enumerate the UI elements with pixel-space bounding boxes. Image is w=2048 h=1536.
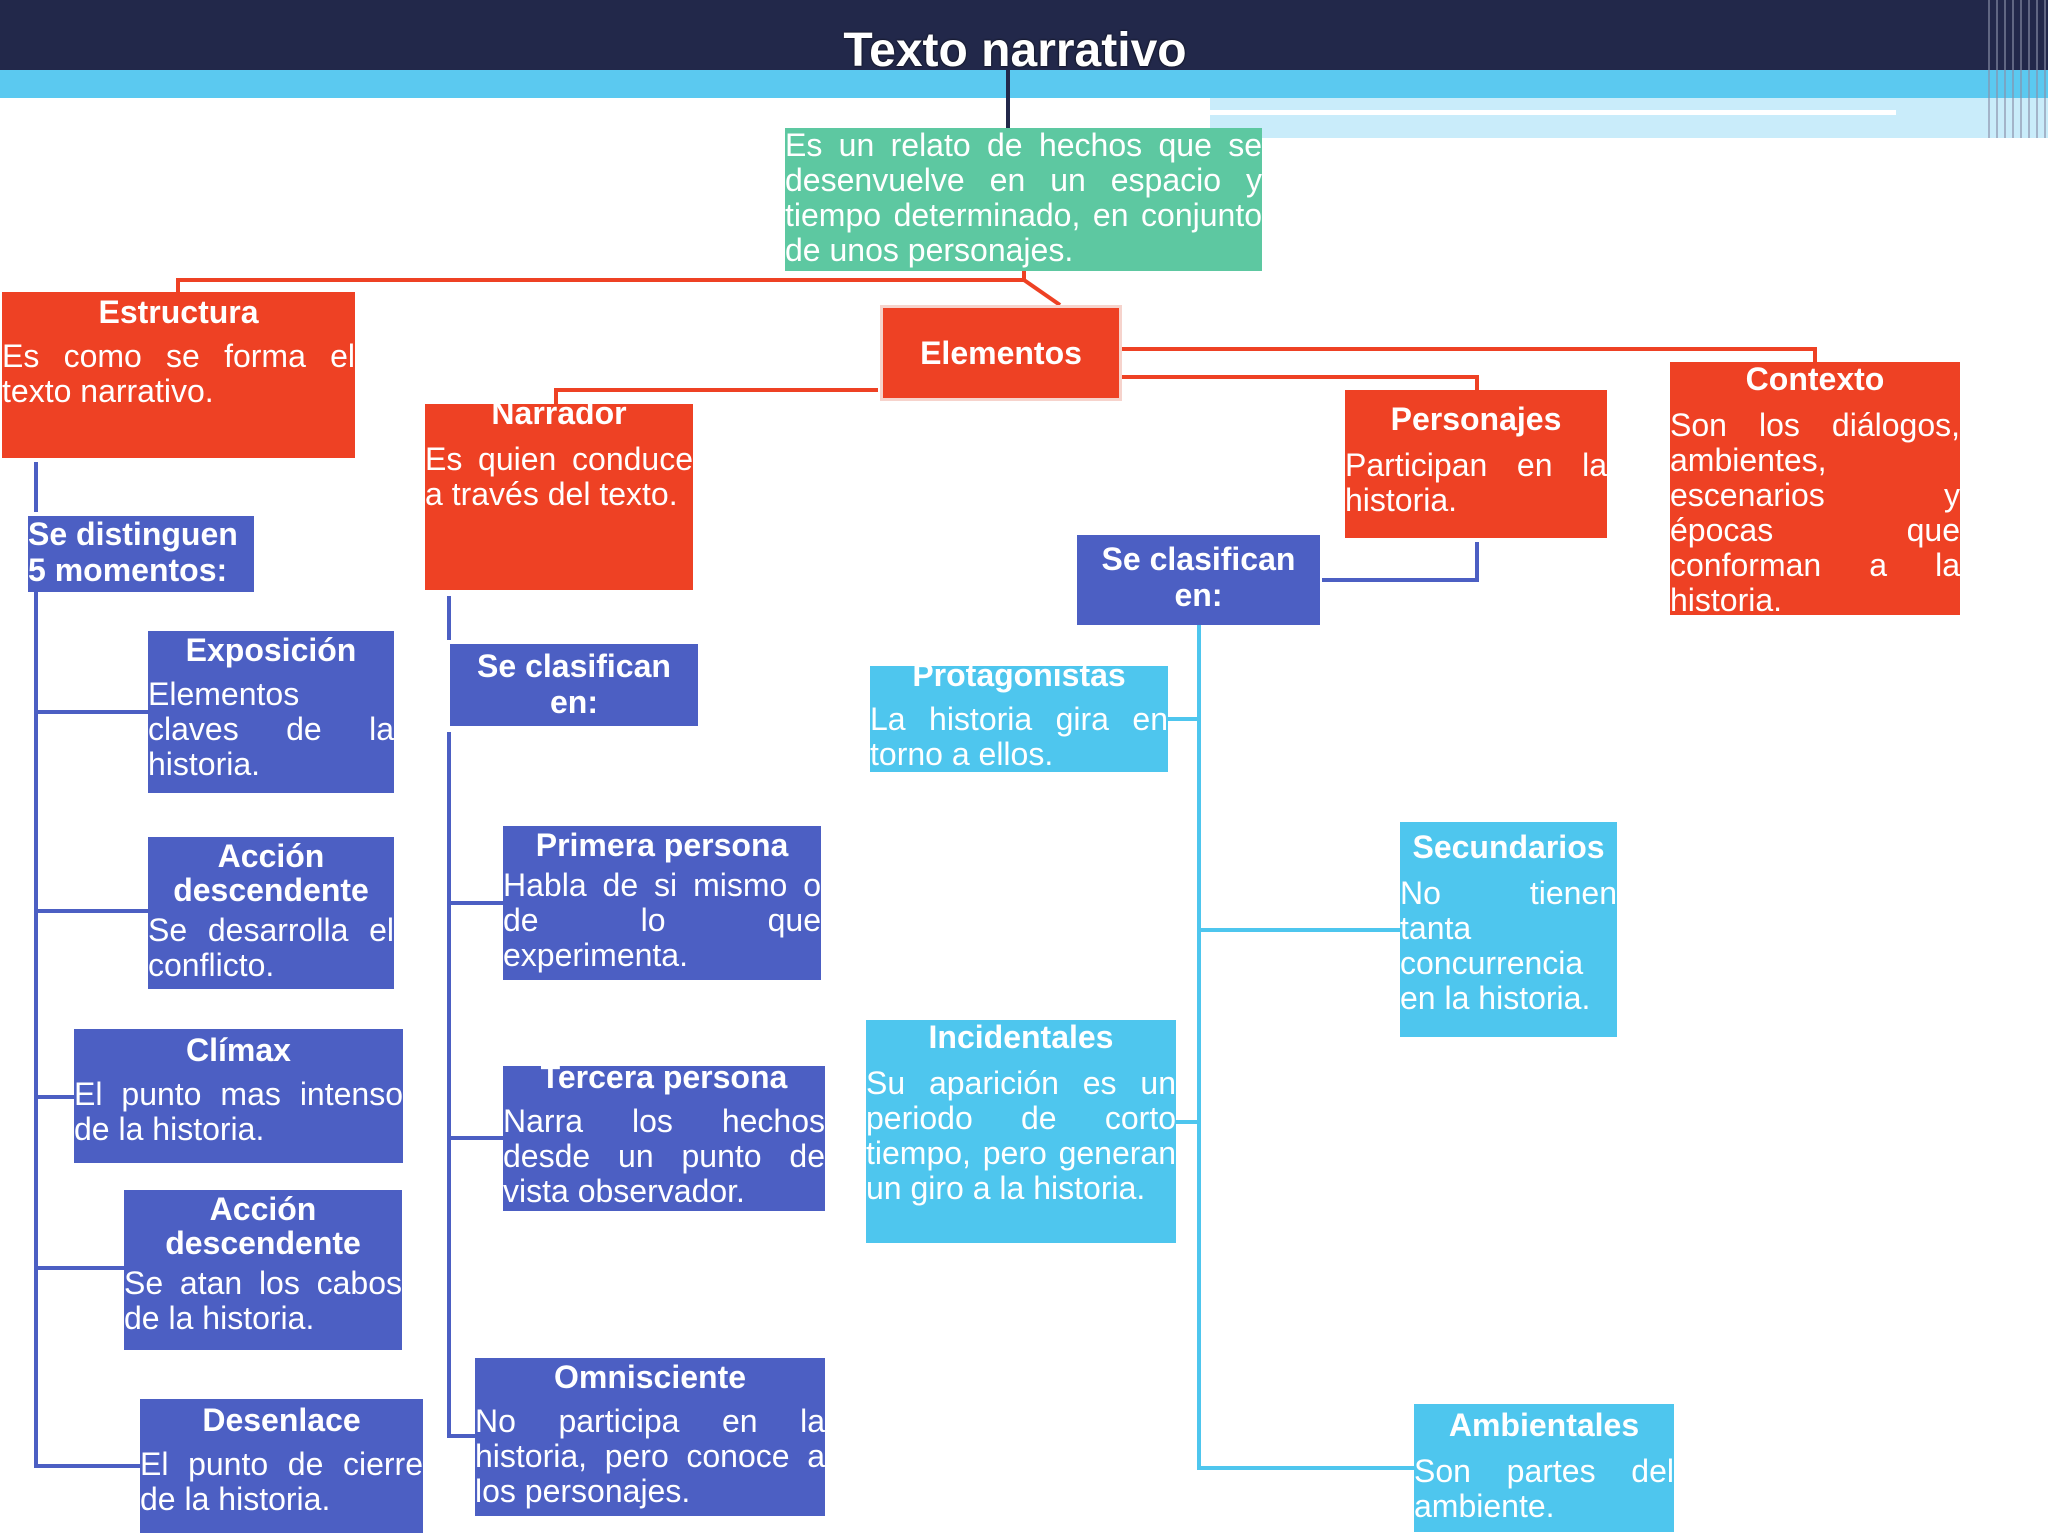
header-stripe-white [1210,110,1896,115]
momento-accion-2: Acción descendente Se atan los cabos de … [124,1190,402,1350]
personajes-box: Personajes Participan en la historia. [1345,390,1607,538]
narrador-tercera-persona: Tercera persona Narra los hechos desde u… [503,1066,825,1211]
momento-heading: Acción descendente [165,1191,361,1261]
definition-box: Es un relato de hechos que se desenvuelv… [785,128,1262,271]
personajes-clasifican-label: Se clasifican en: [1101,541,1296,613]
momento-desenlace: Desenlace El punto de cierre de la histo… [140,1399,423,1533]
definition-text: Es un relato de hechos que se desenvuelv… [785,128,1262,268]
momento-text: El punto de cierre de la historia. [140,1446,423,1517]
narrador-omnisciente: Omnisciente No participa en la historia,… [475,1358,825,1516]
header-edge-lines [1988,0,2048,138]
personaje-tipo-heading: Protagonistas [912,666,1126,693]
momento-heading: Desenlace [202,1402,361,1438]
elementos-to-contexto-line [1122,347,1817,362]
personajes-text: Participan en la historia. [1345,447,1607,518]
page-title: Texto narrativo [843,24,1187,77]
narrador-clasifican-label: Se clasifican en: [477,648,671,720]
personaje-incidentales: Incidentales Su aparición es un periodo … [866,1020,1176,1243]
header-bar [0,0,2048,72]
narrador-tipo-text: No participa en la historia, pero conoce… [475,1403,825,1509]
personaje-tipo-heading: Ambientales [1448,1407,1640,1443]
narrador-box: Narrador Es quien conduce a través del t… [425,404,693,590]
narrador-tipo-heading: Primera persona [535,827,789,863]
personaje-protagonistas: Protagonistas La historia gira en torno … [870,666,1168,772]
estructura-box: Estructura Es como se forma el texto nar… [2,292,355,458]
personajes-heading: Personajes [1390,401,1562,437]
momento-heading: Clímax [186,1032,291,1068]
personajes-spine [1197,625,1416,1470]
narrador-tipo-heading: Omnisciente [553,1359,747,1395]
def-to-elementos-line [1022,278,1062,307]
momento-text: El punto mas intenso de la historia. [74,1076,403,1147]
personaje-tipo-text: Su aparición es un periodo de corto tiem… [866,1065,1176,1206]
momento-text: Se atan los cabos de la historia. [124,1265,402,1336]
narrador-text: Es quien conduce a través del texto. [425,441,693,512]
momento-text: Se desarrolla el conflicto. [148,912,394,983]
momento-heading: Exposición [185,632,357,668]
momento-exposicion: Exposición Elementos claves de la histor… [148,631,394,793]
estructura-spine [34,592,140,1468]
personaje-ambientales: Ambientales Son partes del ambiente. [1414,1404,1674,1532]
elementos-box: Elementos [880,305,1122,401]
personajes-clasifican-box: Se clasifican en: [1077,535,1320,625]
def-to-estructura-line [176,271,1026,292]
narrador-clasifican-box: Se clasifican en: [450,644,698,726]
momento-text: Elementos claves de la historia. [148,676,394,782]
narrador-spine [447,732,475,1438]
narrador-tipo-text: Habla de si mismo o de lo que experiment… [503,867,821,973]
contexto-text: Son los diálogos, ambientes, escenarios … [1670,407,1960,616]
distinguen-label: Se distinguen 5 momentos: [28,516,238,588]
elementos-to-narrador-line [554,388,878,404]
personaje-tipo-heading: Incidentales [928,1020,1114,1055]
personaje-tipo-text: No tienen tanta concurrencia en la histo… [1400,875,1617,1016]
header-stripe-light [1210,98,2048,138]
personajes-to-clasifican-line [1322,542,1479,582]
distinguen-box: Se distinguen 5 momentos: [28,516,254,592]
personaje-tipo-heading: Secundarios [1412,829,1605,865]
narrador-tipo-text: Narra los hechos desde un punto de vista… [503,1103,825,1209]
momento-heading: Acción descendente [173,838,369,908]
personaje-tipo-text: La historia gira en torno a ellos. [870,701,1168,772]
estructura-heading: Estructura [98,294,259,330]
contexto-heading: Contexto [1745,362,1885,397]
personaje-secundarios: Secundarios No tienen tanta concurrencia… [1400,822,1617,1037]
momento-climax: Clímax El punto mas intenso de la histor… [74,1029,403,1163]
elementos-heading: Elementos [920,335,1082,371]
header-stripe [0,70,2048,98]
elementos-to-personajes-line [1122,375,1479,390]
narrador-heading: Narrador [491,404,627,431]
contexto-box: Contexto Son los diálogos, ambientes, es… [1670,362,1960,615]
personaje-tipo-text: Son partes del ambiente. [1414,1453,1674,1524]
narrador-primera-persona: Primera persona Habla de si mismo o de l… [503,826,821,980]
narrador-tipo-heading: Tercera persona [540,1066,788,1095]
momento-accion-1: Acción descendente Se desarrolla el conf… [148,837,394,989]
estructura-text: Es como se forma el texto narrativo. [2,338,355,409]
